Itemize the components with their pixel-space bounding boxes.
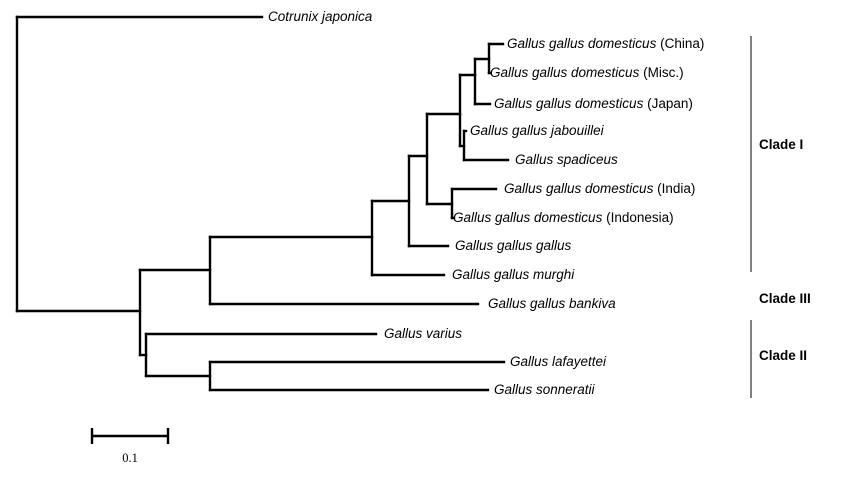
taxon-domesticus-japan: Gallus gallus domesticus (Japan) [494,96,693,111]
taxon-domesticus-china: Gallus gallus domesticus (China) [507,36,704,51]
clade-brackets: Clade I Clade III Clade II [750,36,811,398]
taxon-domesticus-misc: Gallus gallus domesticus (Misc.) [490,65,684,80]
taxon-lafayettei: Gallus lafayettei [510,354,607,369]
taxon-varius: Gallus varius [384,326,462,341]
taxon-murghi: Gallus gallus murghi [452,267,575,282]
clade-ii-label: Clade II [759,348,807,363]
taxon-labels: Cotrunix japonica Gallus gallus domestic… [268,9,704,397]
taxon-gallus-gallus: Gallus gallus gallus [455,238,572,253]
taxon-cotrunix: Cotrunix japonica [268,9,373,24]
scale-bar-label: 0.1 [122,451,138,465]
tree-branches [15,15,510,392]
taxon-jabouillei: Gallus gallus jabouillei [470,123,605,138]
taxon-domesticus-indonesia: Gallus gallus domesticus (Indonesia) [453,210,674,225]
clade-i-label: Clade I [759,137,803,152]
taxon-domesticus-india: Gallus gallus domesticus (India) [504,181,695,196]
taxon-spadiceus: Gallus spadiceus [515,152,618,167]
scale-bar: 0.1 [90,428,170,465]
taxon-sonneratii: Gallus sonneratii [494,382,596,397]
taxon-bankiva: Gallus gallus bankiva [488,296,616,311]
clade-iii-label: Clade III [759,291,811,306]
